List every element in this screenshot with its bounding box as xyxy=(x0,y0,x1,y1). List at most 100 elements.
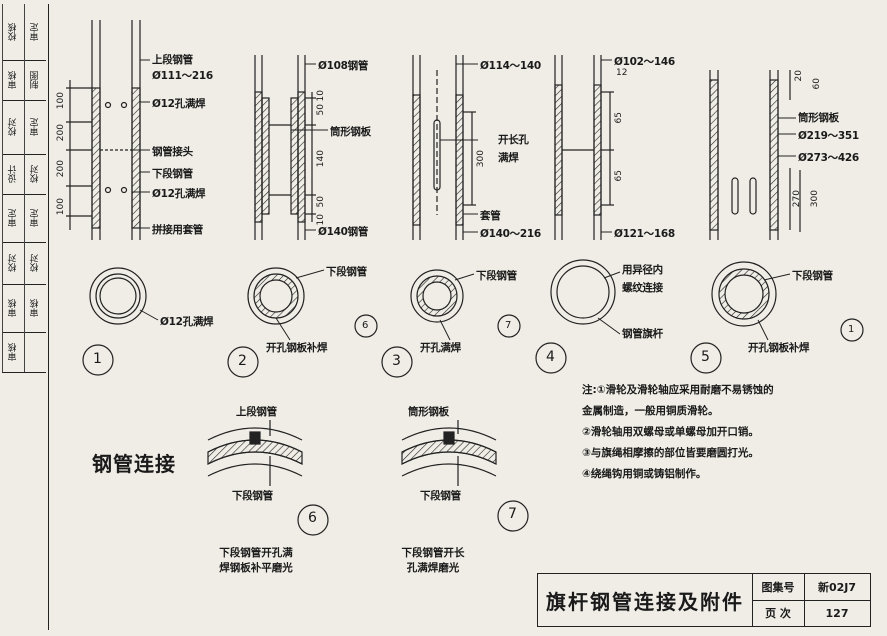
s3-label2: 开孔满焊 xyxy=(420,342,461,354)
col3-label-slot: 开长孔 xyxy=(498,134,529,146)
s1-label: Ø12孔满焊 xyxy=(160,316,214,328)
col5-dim: 300 xyxy=(810,190,820,208)
sidebar-row: 设计 校对 xyxy=(2,154,46,195)
detail6-number: 6 xyxy=(308,510,317,526)
col3-label-sleeve: 套管 xyxy=(480,210,501,222)
col1-dim: 200 xyxy=(56,124,66,142)
col2-dim: 50 xyxy=(316,104,326,116)
detail6-bottom-label: 下段钢管 xyxy=(232,490,273,502)
col4-dim: 65 xyxy=(614,112,624,124)
s2-label: 下段钢管 xyxy=(326,266,367,278)
s2-label2: 开孔钢板补焊 xyxy=(266,342,328,354)
col2-dim: 140 xyxy=(316,150,326,168)
col4-dim: 12 xyxy=(616,68,628,78)
sidebar-row: 校对 审定 xyxy=(2,100,46,155)
detail-ref: 6 xyxy=(362,320,369,331)
col4-dim: 65 xyxy=(614,170,624,182)
s5-label: 下段钢管 xyxy=(792,270,833,282)
detail6-caption: 下段钢管开孔满 焊钢板补平磨光 xyxy=(196,546,316,576)
page-value: 127 xyxy=(825,606,849,620)
s4-label: 用异径内 xyxy=(622,264,663,276)
detail6-section xyxy=(207,420,303,486)
col1-label-sleeve: 拼接用套管 xyxy=(152,224,203,236)
note-item: ④绕绳钩用铜或铸铝制作。 xyxy=(582,468,707,480)
col1-label-joint: 钢管接头 xyxy=(152,146,193,158)
col5-label-cylinder-plate: 筒形钢板 xyxy=(798,112,839,124)
col2-dim: 50 xyxy=(316,196,326,208)
detail6-caption-line2: 焊钢板补平磨光 xyxy=(219,562,293,574)
col5-dim: 20 xyxy=(794,70,804,82)
detail7-top-label: 筒形钢板 xyxy=(408,406,449,418)
atlas-label: 图集号 xyxy=(752,574,805,601)
detail6-caption-line1: 下段钢管开孔满 xyxy=(219,547,293,559)
col4-pipe xyxy=(554,55,614,240)
s4-label2: 钢管旗杆 xyxy=(622,328,663,340)
col1-label-weld2: Ø12孔满焊 xyxy=(152,188,206,200)
section-number: 4 xyxy=(546,349,555,365)
col1-dim: 100 xyxy=(56,92,66,110)
detail-ref: 7 xyxy=(505,320,512,331)
col1-pipe xyxy=(66,20,141,240)
col2-label-pipe140: Ø140钢管 xyxy=(318,226,369,238)
s3-label: 下段钢管 xyxy=(476,270,517,282)
col4-label-dia: Ø102～146 xyxy=(614,56,675,68)
col2-dim: 10 xyxy=(316,90,326,102)
col5-label-dia: Ø219～351 xyxy=(798,130,859,142)
title-block: 旗杆钢管连接及附件 图集号 新02J7 页 次 127 xyxy=(537,573,871,627)
col3-pipe xyxy=(412,55,476,240)
sidebar-row: 审核 制图 xyxy=(2,60,46,101)
col2-dim: 10 xyxy=(316,214,326,226)
col3-dim: 300 xyxy=(476,150,486,168)
sidebar-row: 审核 审核 xyxy=(2,284,46,333)
col4-label-dia2: Ø121～168 xyxy=(614,228,675,240)
col1-dim: 200 xyxy=(56,160,66,178)
col3-label-dia: Ø114～140 xyxy=(480,60,541,72)
section-number: 5 xyxy=(701,349,710,365)
note-item: ③与旗绳相摩擦的部位皆要磨圆打光。 xyxy=(582,447,759,459)
detail7-number: 7 xyxy=(508,506,517,522)
col1-label-weld: Ø12孔满焊 xyxy=(152,98,206,110)
col1-label-dia: Ø111～216 xyxy=(152,70,213,82)
col5-dim: 60 xyxy=(812,78,822,90)
section-number: 3 xyxy=(392,353,401,369)
notes-prefix: 注: xyxy=(582,384,597,396)
atlas-value: 新02J7 xyxy=(804,574,870,601)
detail7-caption-line1: 下段钢管开长 xyxy=(401,547,465,559)
col3-label-full-weld: 满焊 xyxy=(498,152,519,164)
signature-sidebar: 校核 审定 审核 制图 校对 审定 设计 校对 审定 审定 校对 校对 审核 审… xyxy=(2,4,49,630)
section-number-circles xyxy=(82,314,864,536)
drawing-title: 旗杆钢管连接及附件 xyxy=(538,574,753,626)
col5-pipe xyxy=(709,70,801,240)
col2-label-pipe108: Ø108钢管 xyxy=(318,60,369,72)
cross-sections xyxy=(89,259,777,327)
col1-label-upper-pipe: 上段钢管 xyxy=(152,54,193,66)
section-title: 钢管连接 xyxy=(92,452,176,476)
col1-dim: 100 xyxy=(56,198,66,216)
s4-label-b: 螺纹连接 xyxy=(622,282,663,294)
leader-lines xyxy=(132,59,796,341)
detail7-bottom-label: 下段钢管 xyxy=(420,490,461,502)
notes-block: 注:①滑轮及滑轮轴应采用耐磨不易锈蚀的金属制造，一般用铜质滑轮。 ②滑轮轴用双螺… xyxy=(582,380,782,485)
col2-label-cylinder-plate: 筒形钢板 xyxy=(330,126,371,138)
col1-label-lower-pipe: 下段钢管 xyxy=(152,168,193,180)
col5-label-dia2: Ø273～426 xyxy=(798,152,859,164)
detail7-caption-line2: 孔满焊磨光 xyxy=(406,562,460,574)
detail7-caption: 下段钢管开长 孔满焊磨光 xyxy=(378,546,488,576)
col5-dim: 270 xyxy=(792,190,802,208)
sidebar-row: 审核 xyxy=(2,332,46,373)
sidebar-row: 校核 审定 xyxy=(2,4,46,61)
section-number: 1 xyxy=(93,351,102,367)
col2-pipe xyxy=(254,55,316,240)
col3-label-dia2: Ø140～216 xyxy=(480,228,541,240)
section-number: 2 xyxy=(238,353,247,369)
s5-label2: 开孔钢板补焊 xyxy=(748,342,810,354)
sidebar-row: 审定 审定 xyxy=(2,194,46,243)
sidebar-row: 校对 校对 xyxy=(2,242,46,285)
page-label: 页 次 xyxy=(752,600,805,626)
note-item: ②滑轮轴用双螺母或单螺母加开口销。 xyxy=(582,426,759,438)
detail-ref: 1 xyxy=(848,324,855,335)
detail6-top-label: 上段钢管 xyxy=(236,406,277,418)
detail7-section xyxy=(401,420,497,486)
